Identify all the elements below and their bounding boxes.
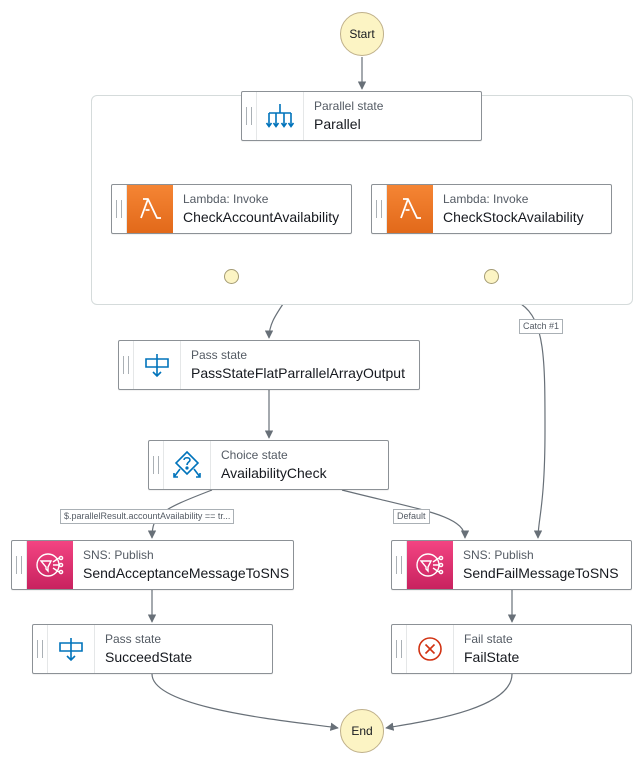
edge-group-catch	[520, 303, 546, 539]
state-type-label: Fail state	[464, 632, 513, 646]
state-name-label: SucceedState	[105, 649, 193, 665]
drag-handle[interactable]	[33, 625, 48, 673]
state-pass-flat-parallel-array-output[interactable]: Pass state PassStateFlatParrallelArrayOu…	[118, 340, 420, 390]
lambda-icon	[127, 185, 173, 233]
end-node[interactable]: End	[340, 709, 384, 753]
state-name-label: AvailabilityCheck	[221, 465, 327, 481]
state-type-label: Parallel state	[314, 99, 384, 113]
edge-label-default: Default	[393, 509, 430, 524]
drag-handle[interactable]	[372, 185, 387, 233]
edge-label-choice-rule: $.parallelResult.accountAvailability == …	[60, 509, 235, 524]
sns-icon	[27, 541, 73, 589]
edge-choice-default	[341, 489, 470, 539]
start-label: Start	[349, 27, 375, 41]
state-type-label: Choice state	[221, 448, 288, 462]
state-name-label: Parallel	[314, 116, 361, 132]
edge-label-catch: Catch #1	[519, 319, 564, 334]
state-type-label: Pass state	[191, 348, 248, 362]
pass-icon	[48, 625, 95, 673]
drag-handle[interactable]	[149, 441, 164, 489]
state-send-fail-message[interactable]: SNS: Publish SendFailMessageToSNS	[391, 540, 632, 590]
state-parallel[interactable]: Parallel state Parallel	[241, 91, 482, 141]
state-name-label: SendAcceptanceMessageToSNS	[83, 565, 290, 581]
state-check-account-availability[interactable]: Lambda: Invoke CheckAccountAvailability	[111, 184, 352, 234]
state-availability-check[interactable]: Choice state AvailabilityCheck	[148, 440, 389, 490]
state-name-label: SendFailMessageToSNS	[463, 565, 619, 581]
edge-succeed-end	[151, 673, 339, 731]
choice-icon	[164, 441, 211, 489]
state-type-label: Lambda: Invoke	[183, 192, 269, 206]
edge-failstate-end	[385, 673, 513, 731]
pass-icon	[134, 341, 181, 389]
state-name-label: CheckStockAvailability	[443, 209, 584, 225]
parallel-icon	[257, 92, 304, 140]
state-name-label: PassStateFlatParrallelArrayOutput	[191, 365, 405, 381]
drag-handle[interactable]	[392, 625, 407, 673]
edge-group-pass	[264, 303, 284, 339]
drag-handle[interactable]	[12, 541, 27, 589]
drag-handle[interactable]	[112, 185, 127, 233]
state-type-label: Lambda: Invoke	[443, 192, 529, 206]
sns-icon	[407, 541, 453, 589]
drag-handle[interactable]	[392, 541, 407, 589]
end-label: End	[351, 724, 373, 738]
drag-handle[interactable]	[119, 341, 134, 389]
state-type-label: SNS: Publish	[83, 548, 154, 562]
state-name-label: CheckAccountAvailability	[183, 209, 340, 225]
state-type-label: SNS: Publish	[463, 548, 534, 562]
state-fail-state[interactable]: Fail state FailState	[391, 624, 632, 674]
start-node[interactable]: Start	[340, 12, 384, 56]
state-type-label: Pass state	[105, 632, 162, 646]
state-send-acceptance-message[interactable]: SNS: Publish SendAcceptanceMessageToSNS	[11, 540, 294, 590]
lambda-icon	[387, 185, 433, 233]
fail-icon	[407, 625, 454, 673]
branch-end-marker	[224, 269, 239, 284]
state-check-stock-availability[interactable]: Lambda: Invoke CheckStockAvailability	[371, 184, 612, 234]
state-succeed-state[interactable]: Pass state SucceedState	[32, 624, 273, 674]
state-name-label: FailState	[464, 649, 520, 665]
drag-handle[interactable]	[242, 92, 257, 140]
branch-end-marker	[484, 269, 499, 284]
